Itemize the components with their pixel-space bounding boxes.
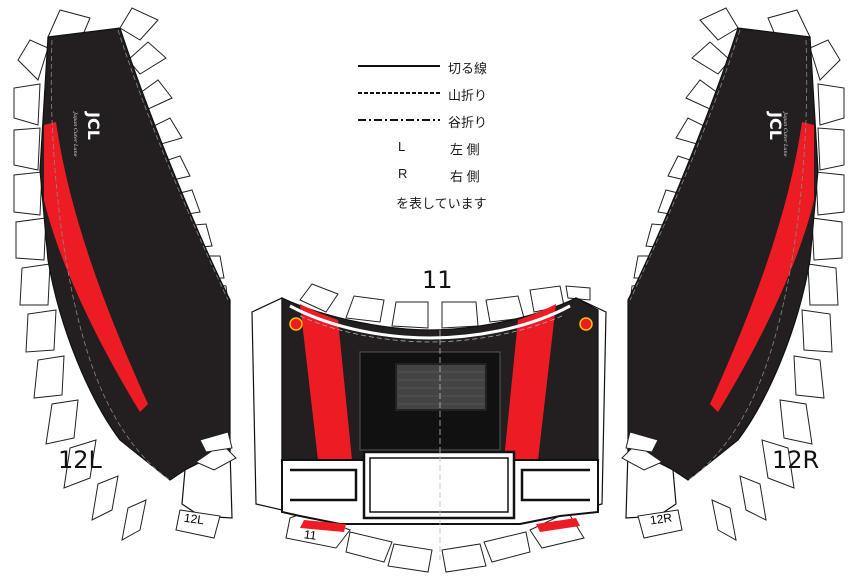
legend-lines <box>358 65 440 121</box>
red-stripe-11-left <box>300 304 352 460</box>
tab-12r <box>637 509 683 539</box>
vent-grille-11 <box>395 363 487 411</box>
red-stripe-12r <box>710 122 814 412</box>
fold-line-12l <box>50 39 171 481</box>
emblem-11-right <box>579 317 593 331</box>
fold-line-12r <box>687 39 808 481</box>
glue-tabs-right-outer <box>711 9 845 541</box>
emblem-11-left <box>289 317 303 331</box>
logo-mark-12r: JCL <box>766 111 785 140</box>
red-stripe-12l <box>44 122 148 412</box>
piece-12r: JCL Japan Cuter Lune <box>621 7 845 541</box>
logo-tagline-12l: Japan Cuter Lune <box>72 111 78 157</box>
red-accent-11-left <box>300 520 346 532</box>
red-accent-11-right <box>536 518 580 532</box>
logo-mark-12l: JCL <box>84 111 103 140</box>
piece-12l: JCL Japan Cuter Lune <box>13 7 237 541</box>
piece-11 <box>251 283 607 573</box>
tab-12l <box>175 509 221 539</box>
logo-tagline-12r: Japan Cuter Lune <box>782 111 788 157</box>
glue-tabs-11-top <box>299 283 591 329</box>
glue-tabs-left-outer <box>13 9 147 541</box>
top-band-11 <box>289 304 571 340</box>
red-stripe-11-right <box>504 304 556 460</box>
side-strip-11-left <box>251 297 283 511</box>
glue-tabs-11-bottom <box>285 511 585 573</box>
